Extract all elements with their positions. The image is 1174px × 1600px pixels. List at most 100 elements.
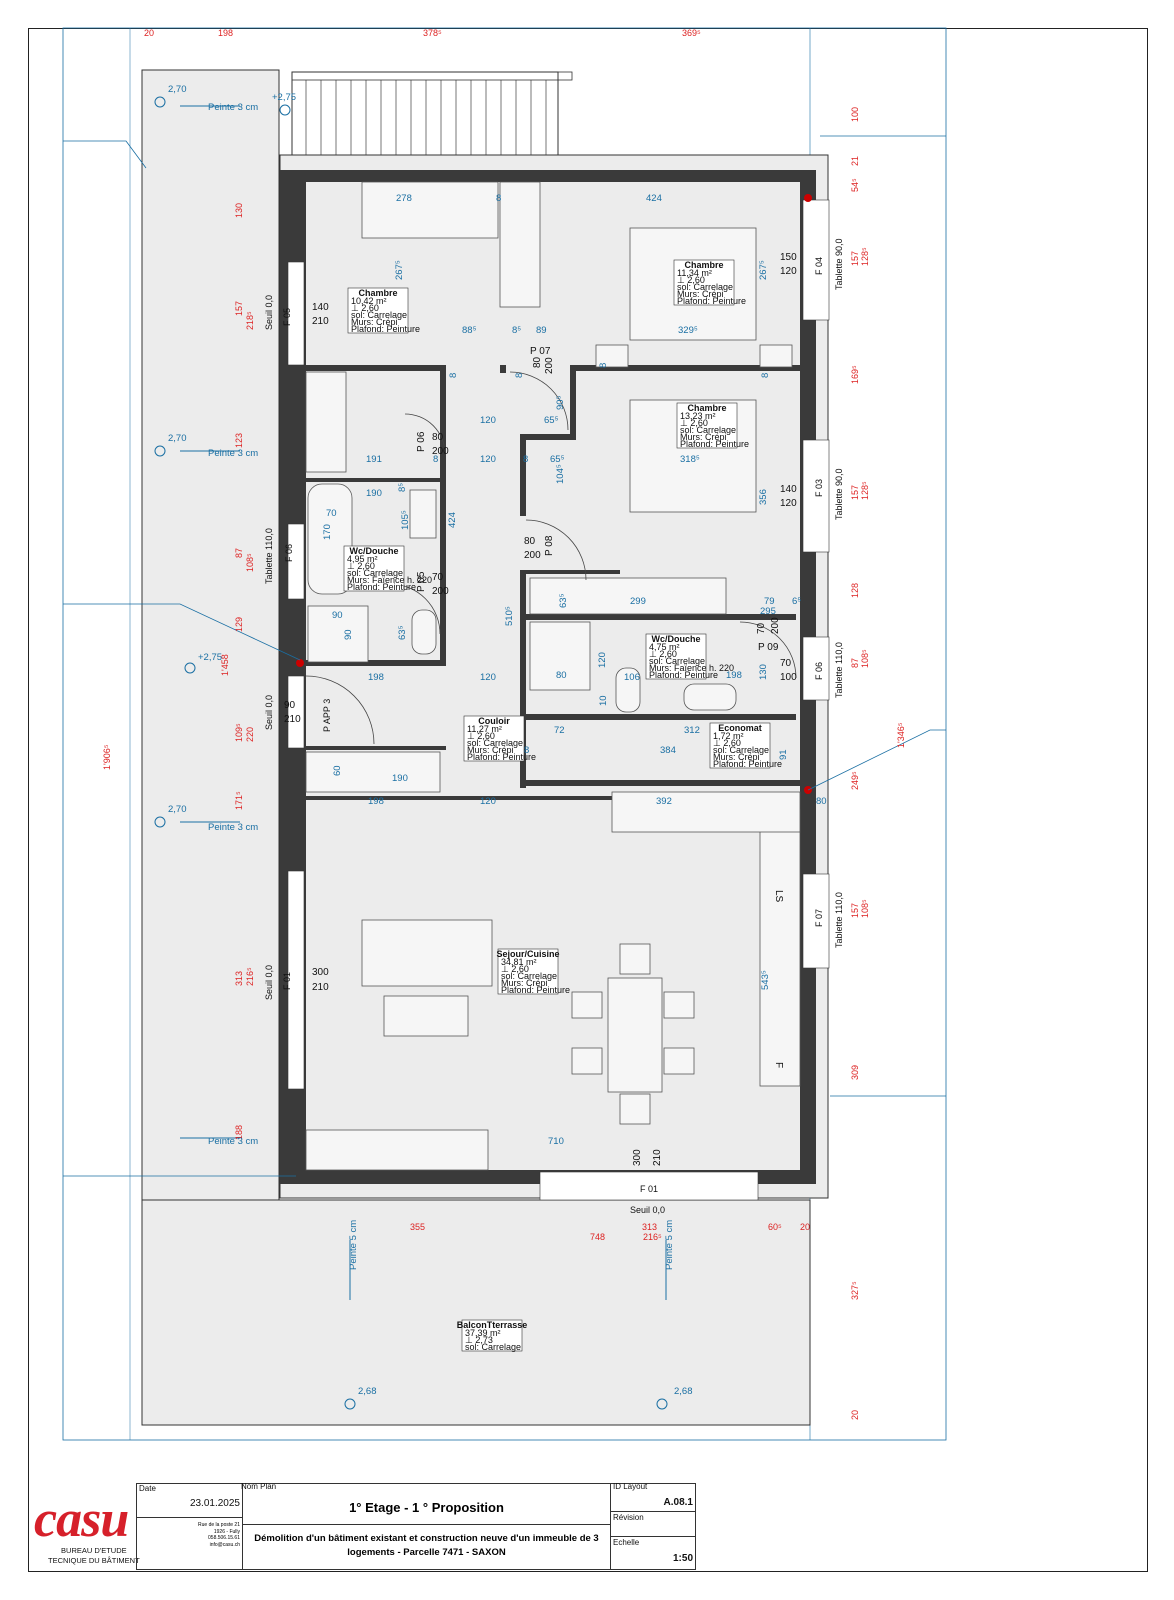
- dimension-label: 128: [850, 583, 860, 598]
- window-f07: [802, 873, 830, 969]
- dimension-label: 169⁵: [850, 365, 860, 384]
- slope-arrows: [180, 105, 667, 1300]
- dimension-label: 63⁵: [397, 625, 408, 640]
- dimension-label: 190: [392, 773, 408, 784]
- dimension-label: 329⁵: [678, 325, 698, 336]
- dining-table: [607, 977, 663, 1093]
- dimension-label: 267⁵: [394, 260, 405, 280]
- room-name: Chambre: [358, 288, 397, 298]
- dimension-label: 8: [598, 363, 609, 368]
- opening-code: F 04: [814, 257, 824, 275]
- dimension-label: 424: [447, 512, 458, 528]
- dimension-label: 198: [368, 672, 384, 683]
- threshold-label: Seuil 0,0: [264, 295, 274, 330]
- level-markers: [154, 96, 668, 1410]
- date-label: Date: [139, 1484, 156, 1493]
- threshold-label: Seuil 0,0: [264, 695, 274, 730]
- opening-width: 300: [312, 967, 329, 978]
- dimension-label: 309: [850, 1065, 860, 1080]
- level-label: 2,70: [168, 804, 187, 815]
- room-attribute: Murs: Crépi: [713, 752, 760, 762]
- stair: [291, 71, 559, 156]
- dimension-label: 356: [758, 489, 769, 505]
- opening-height: 120: [780, 266, 797, 277]
- room-attribute: sol: Carrelage: [351, 310, 407, 320]
- room-name: BalconTterrasse: [457, 1320, 528, 1330]
- room-tag-box: [673, 259, 735, 306]
- dimension-label: 6⁵: [792, 596, 801, 607]
- chair-2: [619, 1093, 651, 1125]
- dimension-label: 510⁵: [504, 606, 515, 626]
- id-cell: ID Layout A.08.1 Révision Echelle 1:50: [611, 1482, 695, 1569]
- window-f01-bottom: [539, 1171, 759, 1201]
- door-height: 200: [770, 617, 781, 634]
- address-line: info@casu.ch: [209, 1541, 240, 1548]
- room-attribute: Plafond: Peinture: [467, 752, 536, 762]
- room-tag-box: [497, 948, 559, 995]
- sill-label: Tablette 110,0: [264, 528, 274, 584]
- opening-code: F 05: [282, 308, 292, 326]
- window-f04: [802, 199, 830, 321]
- id-layout-value: A.08.1: [663, 1497, 693, 1508]
- dimension-label: 543⁵: [760, 970, 771, 990]
- dimension-label: 120: [480, 454, 496, 465]
- room-tag-box: [343, 545, 405, 592]
- dimension-label: 157: [850, 251, 860, 266]
- dimension-label: 60: [332, 765, 343, 776]
- dimension-label: 120: [480, 672, 496, 683]
- door-code: P 08: [544, 535, 555, 556]
- room-attribute: 34,81 m²: [501, 957, 537, 967]
- door-width: 80: [524, 536, 536, 547]
- dimension-label: 312: [684, 725, 700, 736]
- opening-code: F 06: [814, 662, 824, 680]
- revision-label: Révision: [613, 1513, 644, 1522]
- dimension-label: 198: [726, 670, 742, 681]
- opening-code: F 03: [814, 479, 824, 497]
- title-block: Date 23.01.2025 Rue de la poste 21 1926 …: [136, 1482, 696, 1570]
- room-attribute: 11,27 m²: [467, 724, 502, 734]
- dimension-label: 128⁵: [860, 481, 870, 500]
- dimension-label: 8: [524, 745, 529, 756]
- dimension-label: 130: [758, 664, 769, 680]
- left-total-dimension: 1'906⁵: [102, 744, 112, 770]
- dimension-label: 120: [597, 652, 608, 668]
- dimension-label: 89: [536, 325, 547, 336]
- dimension-label: 108⁵: [245, 553, 255, 572]
- room-tag-box: [676, 402, 738, 449]
- dimension-label: 128⁵: [860, 247, 870, 266]
- dimension-label: 188: [234, 1125, 244, 1140]
- dimension-label: 20: [800, 1222, 810, 1232]
- door-width: 80: [532, 356, 543, 368]
- dimension-label: 369⁵: [682, 28, 701, 38]
- dimension-label: 63⁵: [558, 593, 569, 608]
- terrace-bottom: [141, 1199, 811, 1426]
- dimension-label: 108⁵: [860, 649, 870, 668]
- dimension-label: 1'458: [220, 654, 230, 676]
- room-attribute: sol: Carrelage: [649, 656, 705, 666]
- sideboard: [305, 1129, 489, 1171]
- dimension-label: 313: [234, 971, 244, 986]
- dimension-label: 220: [245, 727, 255, 742]
- dimension-label: 384: [660, 745, 676, 756]
- chair-1: [619, 943, 651, 975]
- wall-top: [280, 170, 816, 182]
- scale-label: Echelle: [613, 1538, 640, 1547]
- dimension-label: 710: [548, 1136, 564, 1147]
- reference-frame: [62, 27, 947, 1441]
- window-f01-left: [287, 870, 305, 1090]
- dimension-label: 748: [590, 1232, 605, 1242]
- dimension-label: 8: [433, 454, 438, 465]
- dimension-label: 278: [396, 193, 412, 204]
- wardrobe-corridor: [529, 577, 727, 615]
- dimension-label: 100: [850, 107, 860, 122]
- room-attribute: Plafond: Peinture: [649, 670, 718, 680]
- room-name: Chambre: [684, 260, 723, 270]
- dimension-label: 191: [366, 454, 382, 465]
- threshold-label: Seuil 0,0: [630, 1205, 665, 1215]
- dimension-label: 8: [448, 373, 459, 378]
- room-attribute: sol: Carrelage: [467, 738, 523, 748]
- room-tag-box: [645, 633, 707, 680]
